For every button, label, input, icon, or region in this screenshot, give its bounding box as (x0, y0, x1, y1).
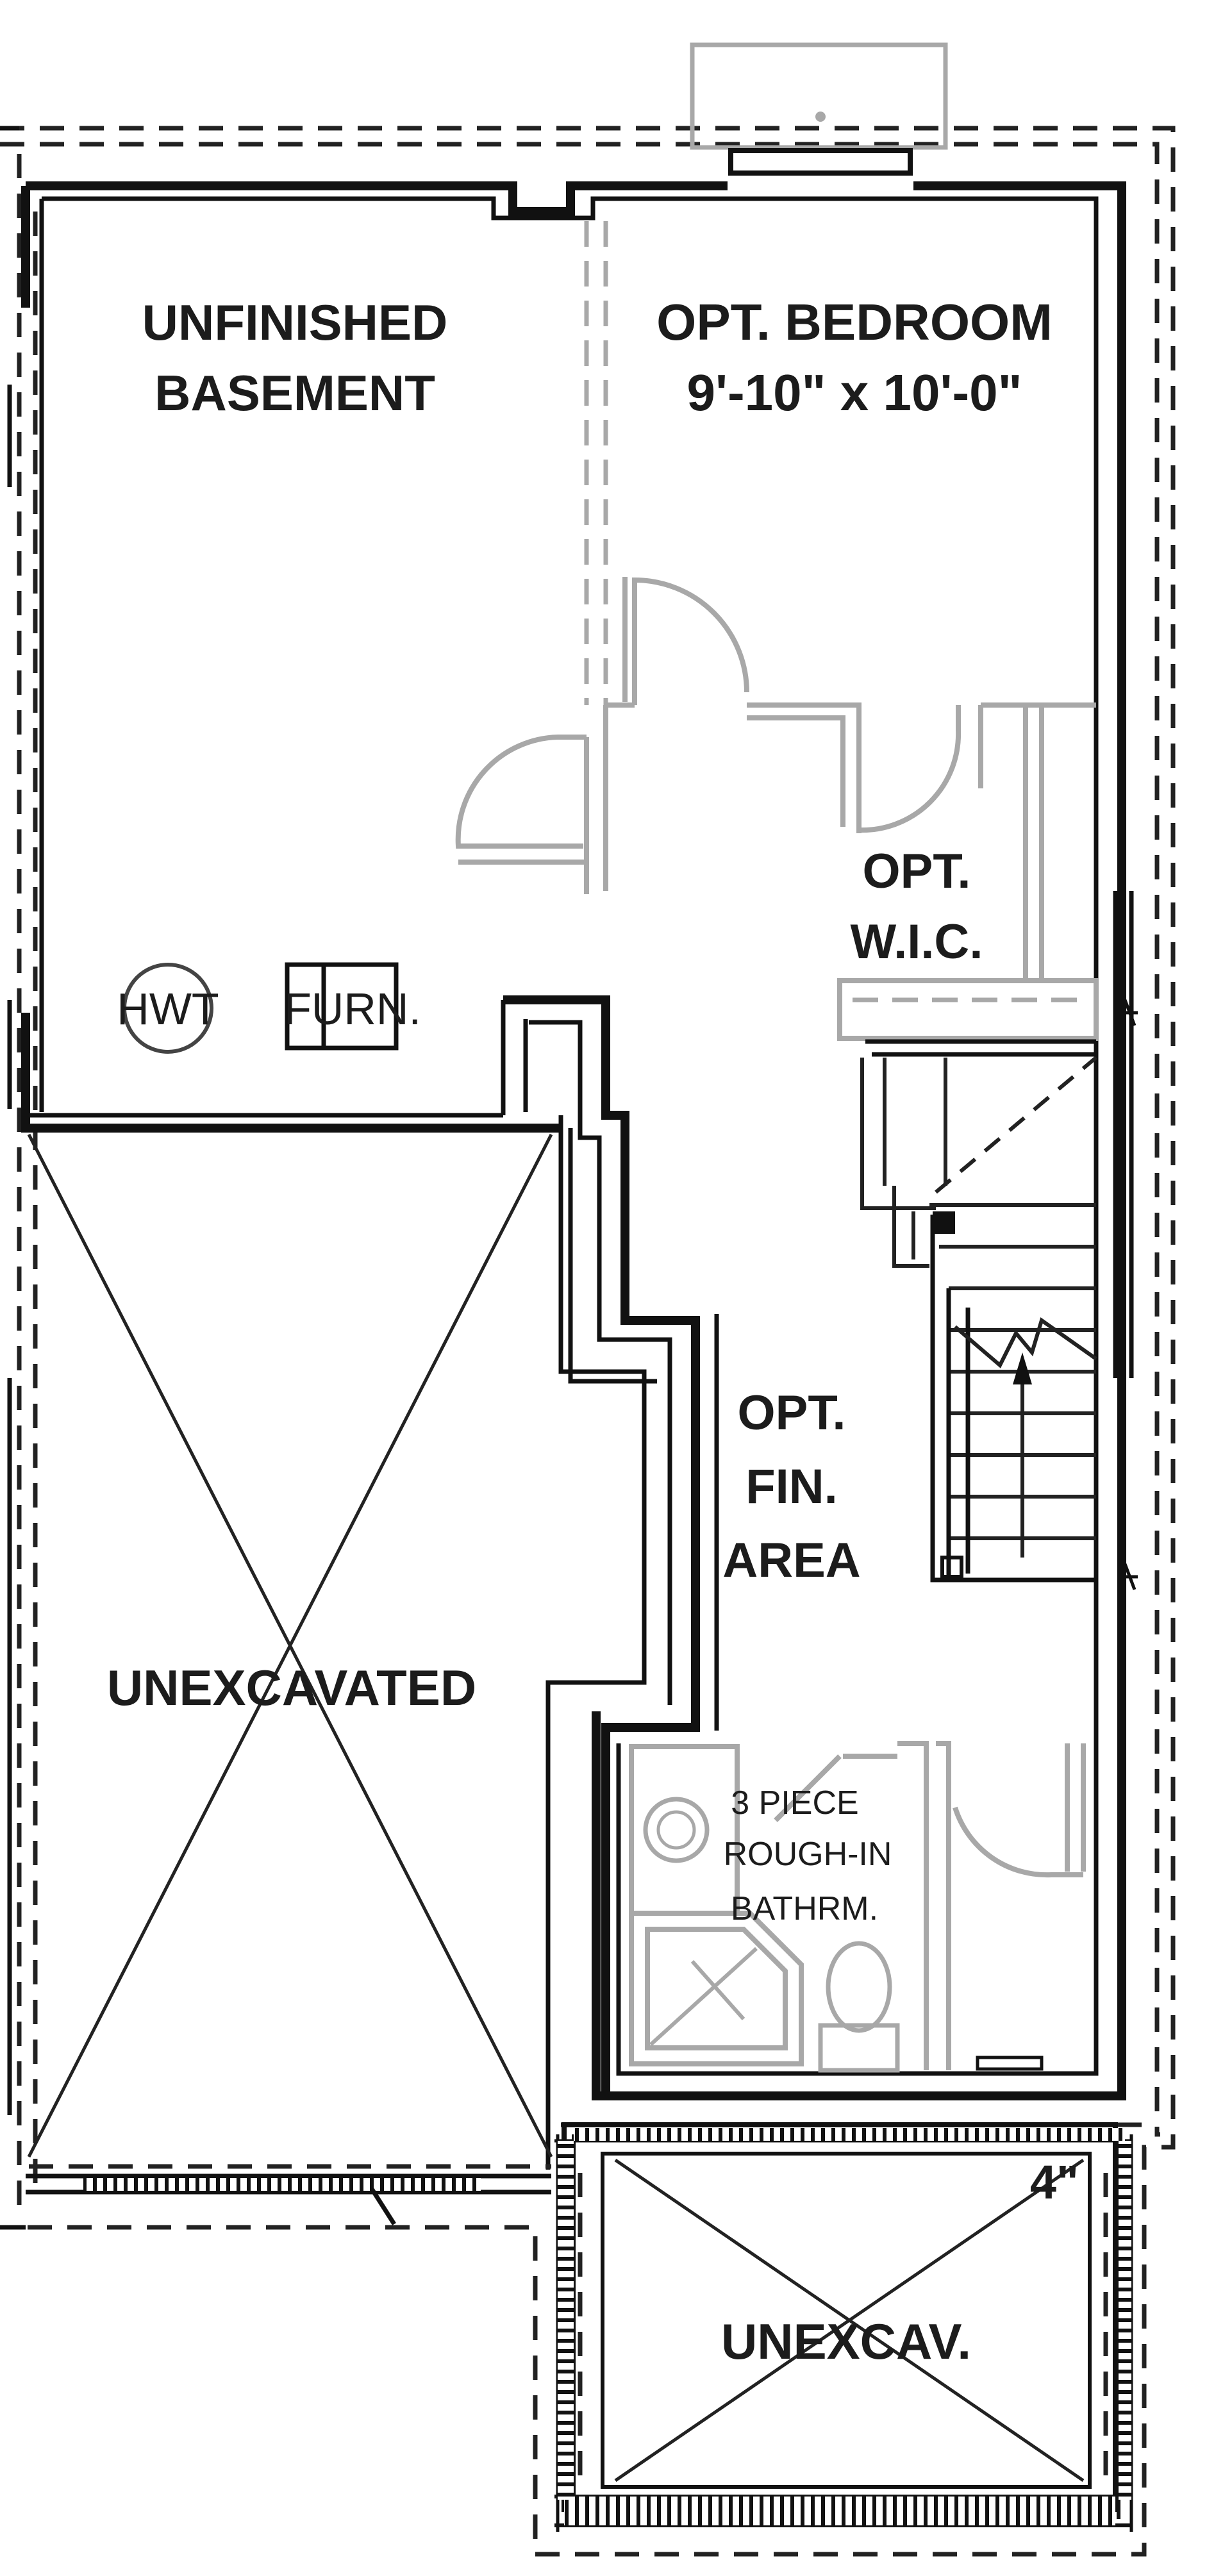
unexcavated-x (27, 1133, 553, 2158)
opt-wic-label-2: W.I.C. (851, 915, 983, 969)
opt-fin-area-label-3: AREA (722, 1533, 860, 1588)
unexcav-porch (554, 2122, 1133, 2532)
dimension-note: 4" (1030, 2156, 1079, 2209)
opt-wic-label-1: OPT. (863, 844, 971, 899)
opt-bedroom-label-1: OPT. BEDROOM (656, 294, 1053, 351)
staircase (860, 1039, 1097, 1583)
bathroom-label-3: BATHRM. (731, 1890, 878, 1927)
hwt-label: HWT (117, 984, 219, 1034)
bathroom-label-2: ROUGH-IN (724, 1836, 892, 1873)
unexcav-porch-label: UNEXCAV. (721, 2313, 971, 2370)
opt-fin-area-label-2: FIN. (745, 1459, 838, 1514)
exterior-walls (21, 181, 1134, 2195)
room-labels: UNFINISHED BASEMENT OPT. BEDROOM 9'-10" … (107, 294, 1079, 2370)
unfinished-basement-label-1: UNFINISHED (142, 294, 448, 351)
footing-outline (0, 126, 1176, 2557)
side-window-marks (1122, 999, 1138, 1590)
opt-fin-area-label-1: OPT. (738, 1386, 846, 1440)
unexcavated-label: UNEXCAVATED (107, 1659, 476, 1716)
mechanical-fixtures: HWT FURN. (117, 962, 421, 1054)
optional-partitions (455, 221, 1099, 1041)
opt-bedroom-size-label: 9'-10" x 10'-0" (687, 364, 1022, 421)
furnace-label: FURN. (284, 984, 421, 1034)
bathroom-label-1: 3 PIECE (731, 1784, 858, 1822)
bathroom-fixtures (629, 1741, 1086, 2073)
hwt-symbol (122, 963, 213, 1054)
window-well-top (690, 42, 948, 176)
unfinished-basement-label-2: BASEMENT (154, 365, 435, 421)
furnace-symbol (285, 962, 399, 1051)
bottom-hatch-strip (83, 2178, 481, 2225)
